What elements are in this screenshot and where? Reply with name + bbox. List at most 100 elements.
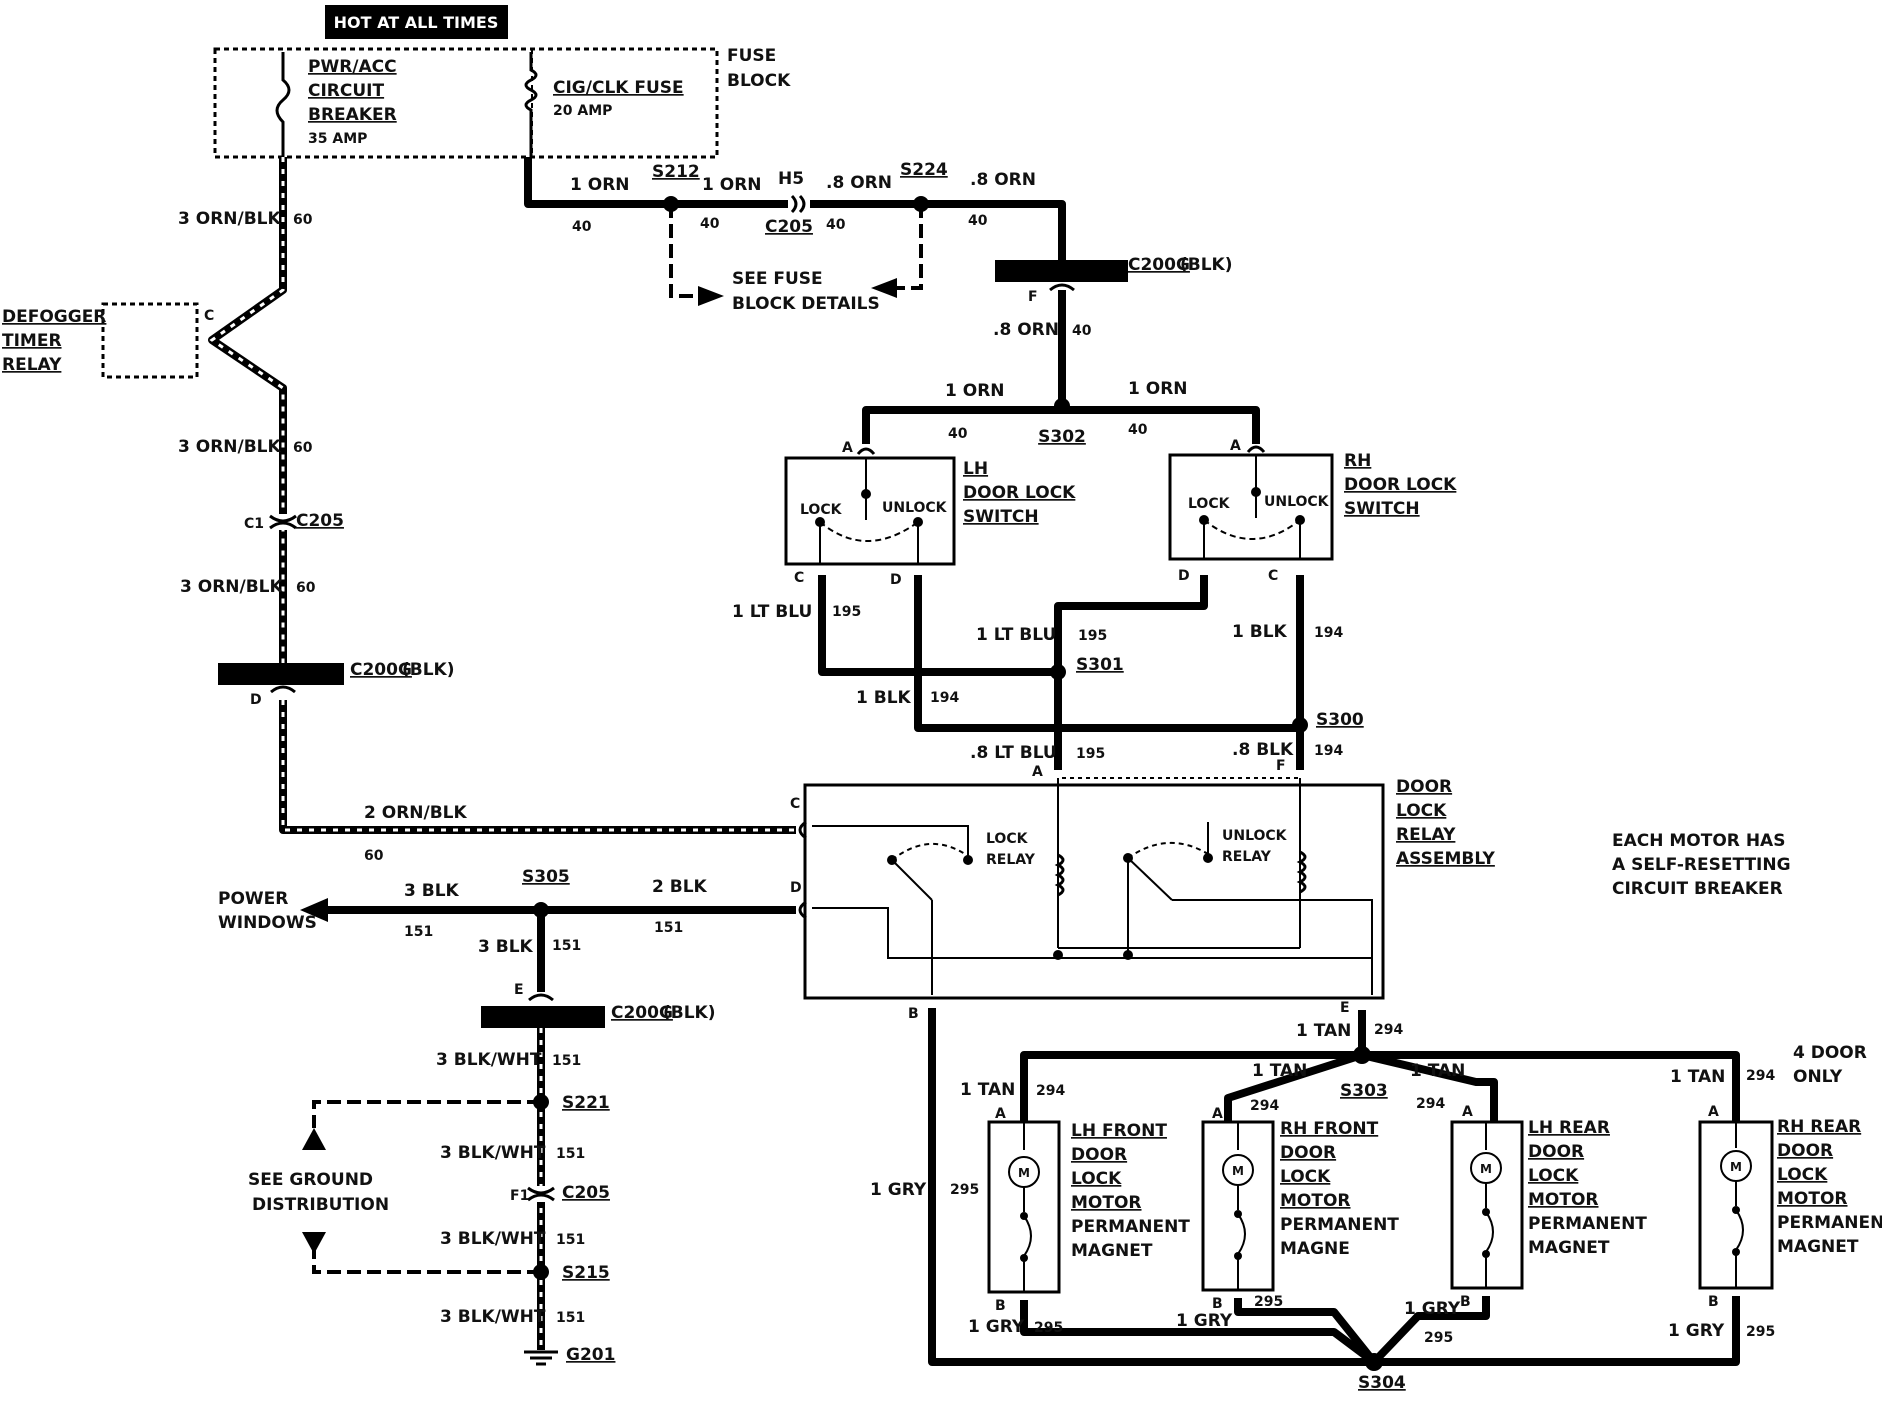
lh-front-motor[interactable]: A M B LH FRONT DOOR LOCK MOTOR PERMANENT… [987,1106,1190,1314]
connector-c205-symbol-2 [527,1186,555,1202]
rhr-label-5: PERMANENT [1777,1213,1882,1233]
note-line1: EACH MOTOR HAS [1612,831,1785,851]
hot-at-all-times-box [325,5,508,39]
wire-tan-lhf [1020,1051,1362,1122]
lh-pin-a-symbol [856,447,876,455]
lh-switch-label-1: LH [963,459,988,479]
lh-door-lock-switch[interactable] [784,456,956,566]
wire-label-2blk: 2 BLK [652,877,708,897]
wire-circuit-294-c: 294 [1250,1098,1279,1114]
wire-ornblk-2-stripe [281,700,796,832]
wire-lh-ltblu-195 [818,575,1062,676]
rhf-pin-b: B [1212,1296,1223,1312]
wire-label-1blk-b: 1 BLK [1232,622,1288,642]
pin-f-symbol [1049,283,1075,292]
power-windows-line2: WINDOWS [218,913,317,933]
lhf-circuit-breaker-icon [1023,1215,1032,1257]
c200g-left-label: C200G [350,660,412,680]
wire-label-08orn-c: .8 ORN [993,320,1059,340]
rh-door-lock-switch[interactable] [1168,453,1334,561]
unlock-relay-label-2: RELAY [1222,849,1272,865]
note-line2: A SELF-RESETTING [1612,855,1791,875]
wire-circuit-295-e: 295 [1746,1324,1775,1340]
relay-internal-c [812,825,969,858]
note-line3: CIRCUIT BREAKER [1612,879,1783,899]
defogger-label-2: TIMER [2,331,62,351]
splice-s221-label: S221 [562,1093,610,1113]
lhf-label-2: DOOR [1071,1145,1127,1165]
lhf-motor-symbol: M [1018,1166,1030,1180]
wire-s221-branch [312,1100,541,1128]
wire-ornblk-60-stripe [209,157,285,665]
wire-circuit-151-b: 151 [654,920,683,936]
wire-label-1gry-a: 1 GRY [870,1180,927,1200]
splice-s303-dot [1353,1046,1371,1064]
wire-circuit-294-e: 294 [1746,1068,1775,1084]
c200g-left-blk: (BLK) [402,660,455,680]
four-door-line1: 4 DOOR [1793,1043,1867,1063]
wire-label-1tan-a: 1 TAN [1296,1021,1351,1041]
lh-switch-lock: LOCK [800,502,843,518]
connector-c1-label: C1 [244,516,264,532]
rhr-pin-b: B [1708,1294,1719,1310]
lhr-circuit-breaker-icon [1485,1211,1494,1253]
lhf-pin-b: B [995,1298,1006,1314]
wire-circuit-151-g: 151 [556,1310,585,1326]
rhf-label-5: PERMANENT [1280,1215,1399,1235]
wire-label-1tan-b: 1 TAN [960,1080,1015,1100]
rh-switch-linkage [1203,519,1301,540]
relay-assembly-label-3: RELAY [1396,825,1456,845]
four-door-line2: ONLY [1793,1067,1843,1087]
rh-switch-pin-d: D [1178,568,1190,584]
see-fuse-line1: SEE FUSE [732,269,823,289]
wire-circuit-40-a: 40 [572,219,592,235]
wire-circuit-40-c: 40 [826,217,846,233]
wire-label-blkwht-d: 3 BLK/WHT [440,1307,546,1327]
c200g-top-blk: (BLK) [1180,255,1233,275]
rh-front-motor[interactable]: A M B RH FRONT DOOR LOCK MOTOR PERMANENT… [1201,1106,1399,1312]
relay-d-terminal [798,900,807,920]
see-fuse-line2: BLOCK DETAILS [732,294,880,314]
rhr-label-4: MOTOR [1777,1189,1848,1209]
wire-circuit-60-a: 60 [293,212,313,228]
lhf-pin-a: A [995,1106,1006,1122]
lh-rear-motor[interactable]: A M B LH REAR DOOR LOCK MOTOR PERMANENT … [1450,1104,1647,1310]
rh-rear-motor[interactable]: A M B RH REAR DOOR LOCK MOTOR PERMANENT … [1698,1104,1882,1310]
wire-label-1tan-c: 1 TAN [1252,1061,1307,1081]
splice-s300-label: S300 [1316,710,1364,730]
wire-circuit-60-c: 60 [296,580,316,596]
rh-switch-label-2: DOOR LOCK [1344,475,1457,495]
wire-gry-rhf [1234,1298,1378,1365]
splice-s305-label: S305 [522,867,570,887]
lhf-label-1: LH FRONT [1071,1121,1167,1141]
unlock-relay-contact [1127,857,1173,901]
lh-switch-pin-d: D [890,572,902,588]
wire-circuit-40-b: 40 [700,216,720,232]
wire-circuit-151-e: 151 [556,1146,585,1162]
h5-gap [788,195,810,213]
arrow-left-icon [871,278,897,298]
lock-relay-label-1: LOCK [986,831,1029,847]
wire-circuit-151-c: 151 [552,938,581,954]
wire-circuit-40-d: 40 [968,213,988,229]
wire-label-1tan-e: 1 TAN [1670,1067,1725,1087]
lhr-label-2: DOOR [1528,1142,1584,1162]
rh-switch-contact [1251,487,1261,497]
wire-label-08orn-b: .8 ORN [970,170,1036,190]
rhr-label-1: RH REAR [1777,1117,1861,1137]
wire-circuit-294-b: 294 [1036,1083,1065,1099]
wire-label-blkwht-b: 3 BLK/WHT [440,1143,546,1163]
pin-f-top: F [1028,289,1038,305]
wire-label-1ltblu-a: 1 LT BLU [732,602,812,622]
ground-g201-label: G201 [566,1345,615,1365]
rh-switch-unlock: UNLOCK [1264,494,1330,510]
fuse-rating: 20 AMP [553,103,612,119]
arrow-right-icon [698,286,724,306]
rhr-motor-symbol: M [1730,1160,1742,1174]
defogger-timer-relay[interactable] [101,302,199,379]
door-lock-relay-assembly[interactable] [803,783,1385,1000]
arrow-up-icon [302,1128,326,1150]
relay-pin-f: F [1276,758,1286,774]
lock-relay-contact [891,859,933,901]
